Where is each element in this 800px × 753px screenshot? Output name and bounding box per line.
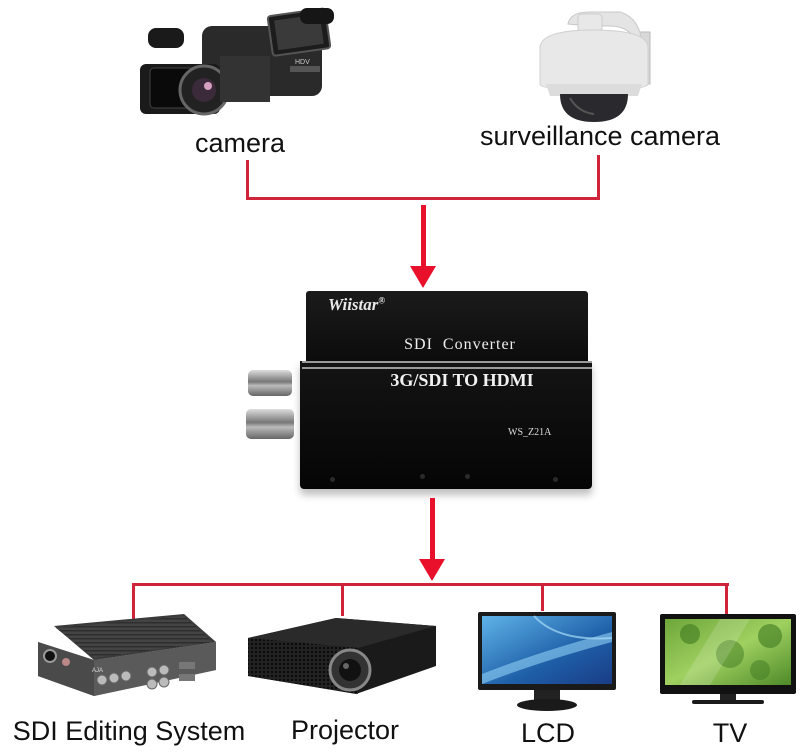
video-camera-icon: HDV <box>140 6 340 122</box>
arrow-down-icon <box>410 266 436 288</box>
converter-subtitle: 3G/SDI TO HDMI <box>390 370 534 390</box>
lcd-monitor-icon <box>478 612 618 712</box>
output-label-projector: Projector <box>290 715 400 745</box>
arrow-to-converter-shaft <box>421 205 426 267</box>
bnc-connector-icon <box>246 409 294 439</box>
tv-icon <box>660 614 798 706</box>
connector-output-bar <box>132 583 729 586</box>
connector-sdi-editing <box>132 583 135 620</box>
sdi-converter-device: Wiistar® SDI Converter 3G/SDI TO HDMI WS… <box>246 291 598 497</box>
projector-icon <box>246 618 436 698</box>
converter-top-panel <box>306 291 588 361</box>
output-label-tv: TV <box>712 718 748 748</box>
output-label-sdi-editing-system: SDI Editing System <box>12 716 246 746</box>
converter-stripe-top <box>302 361 592 363</box>
screw-icon <box>465 474 470 479</box>
connector-tv <box>725 583 728 615</box>
output-label-lcd: LCD <box>520 718 575 748</box>
screw-icon <box>553 477 558 482</box>
converter-brand: Wiistar® <box>328 295 385 315</box>
connector-input-bar <box>246 197 600 200</box>
bnc-connector-icon <box>248 370 292 396</box>
registered-mark: ® <box>378 295 386 306</box>
connector-projector <box>341 583 344 616</box>
arrow-to-outputs-shaft <box>430 498 435 560</box>
screw-icon <box>420 474 425 479</box>
brand-name: Wiistar <box>328 295 379 314</box>
converter-title: SDI Converter <box>404 336 516 353</box>
input-label-surveillance-camera: surveillance camera <box>479 121 721 151</box>
input-label-camera: camera <box>194 128 286 158</box>
converter-model: WS_Z21A <box>508 427 552 438</box>
converter-front-panel <box>300 361 592 489</box>
connector-right-input <box>597 155 600 199</box>
converter-stripe-bottom <box>302 367 592 369</box>
connector-left-input <box>246 160 249 199</box>
svg-text:HDV: HDV <box>295 59 310 66</box>
screw-icon <box>330 477 335 482</box>
sdi-editing-box-icon: AJA <box>34 614 219 698</box>
svg-text:AJA: AJA <box>92 668 103 674</box>
arrow-down-icon <box>419 559 445 581</box>
dome-camera-icon <box>530 4 660 122</box>
connector-lcd <box>541 583 544 611</box>
